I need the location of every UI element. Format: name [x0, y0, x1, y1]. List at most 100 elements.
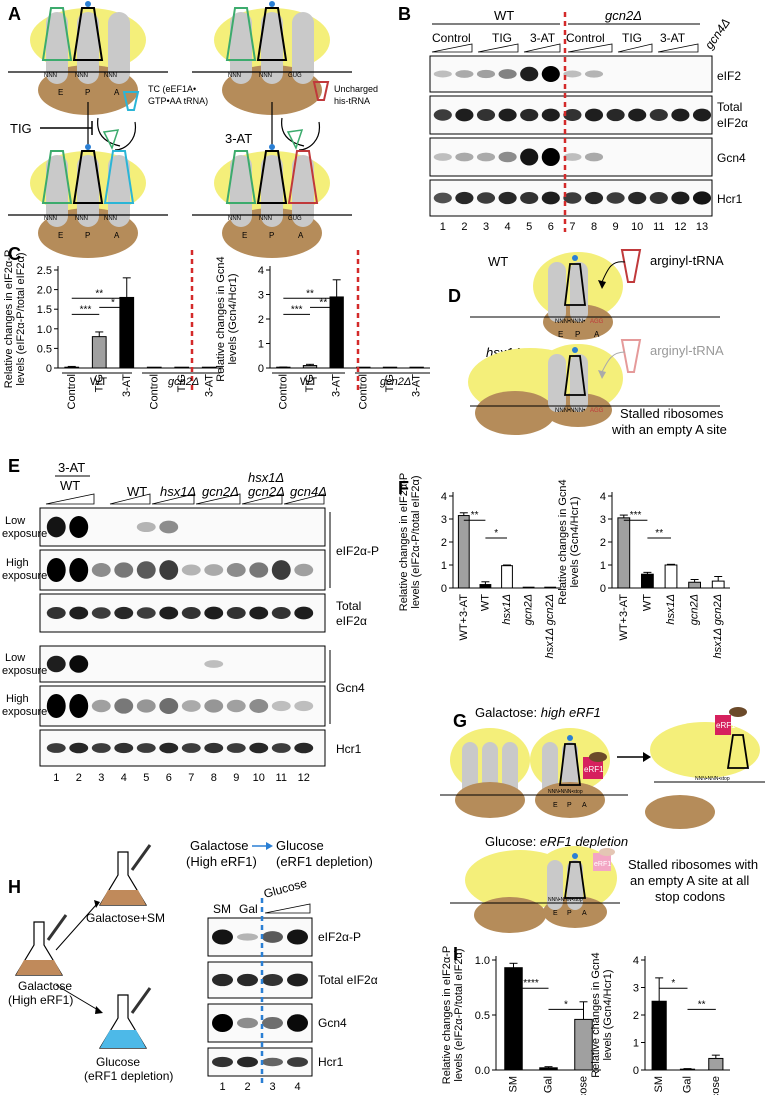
svg-text:WT: WT — [90, 376, 107, 388]
svg-text:Galactose: high eRF1: Galactose: high eRF1 — [475, 705, 601, 720]
lane-number: 7 — [569, 221, 575, 233]
bar — [174, 366, 190, 369]
blot-band — [181, 743, 201, 753]
svg-text:NNN•NNN•: NNN•NNN• — [555, 408, 585, 414]
lane-number: 7 — [188, 772, 194, 784]
svg-text:Glucose: Glucose — [96, 1055, 140, 1069]
blot-band — [455, 70, 474, 78]
x-tick-label: TIG — [384, 374, 396, 392]
panel-label-i: I — [453, 944, 458, 964]
panel-label-c: C — [8, 244, 21, 264]
panel-label-a: A — [8, 4, 21, 24]
y-tick-label: 2 — [258, 314, 264, 326]
svg-text:NNN: NNN — [44, 216, 57, 222]
svg-text:NNN: NNN — [44, 73, 57, 79]
blot-band — [237, 973, 258, 987]
blot-band — [584, 70, 604, 78]
lane-number: 5 — [526, 221, 532, 233]
svg-text:GUG: GUG — [288, 73, 302, 79]
svg-text:AGG: AGG — [590, 408, 604, 414]
svg-text:High: High — [6, 693, 29, 705]
svg-text:A: A — [114, 231, 120, 240]
svg-text:P: P — [85, 231, 90, 240]
blot-band — [212, 1056, 233, 1068]
blot-band — [271, 700, 291, 712]
panel-label-g: G — [453, 711, 467, 731]
svg-text:gcn4Δ: gcn4Δ — [702, 16, 733, 52]
blot-band — [204, 742, 224, 754]
svg-text:Gcn4: Gcn4 — [336, 681, 365, 695]
panel-i: I 0.00.51.0SMGalGlucoseRelative changes … — [441, 944, 730, 1095]
panel-label-e: E — [8, 456, 20, 476]
blot-band — [649, 192, 668, 204]
svg-text:AGG: AGG — [590, 319, 604, 325]
significance-label: ** — [306, 288, 314, 299]
blot-band — [628, 108, 647, 122]
panel-g: G Galactose: high eRF1 eRF1 NNN•NNN•stop… — [440, 705, 765, 933]
svg-text:eIF2: eIF2 — [717, 69, 741, 83]
y-tick-label: 1 — [600, 560, 606, 572]
y-axis-label: levels (Gcn4/Hcr1) — [569, 496, 581, 587]
panel-label-b: B — [398, 4, 411, 24]
y-tick-label: 4 — [441, 491, 447, 503]
blot-band — [212, 1014, 233, 1032]
blot-band — [91, 743, 111, 753]
bar — [544, 586, 557, 589]
lane-number: 10 — [631, 221, 643, 233]
svg-text:(High eRF1): (High eRF1) — [8, 993, 73, 1007]
blot-band — [520, 66, 539, 82]
svg-text:A: A — [582, 802, 587, 809]
bar — [302, 365, 318, 369]
svg-text:Total: Total — [717, 100, 742, 114]
svg-text:WT: WT — [488, 254, 508, 269]
svg-text:Control: Control — [432, 31, 471, 45]
blot-band — [262, 1057, 283, 1067]
blot-band — [476, 192, 496, 204]
blot-band — [541, 148, 560, 166]
svg-text:eIF2α-P: eIF2α-P — [318, 930, 361, 944]
significance-label: * — [671, 978, 675, 989]
x-tick-label: TIG — [176, 374, 188, 392]
y-tick-label: 1 — [441, 560, 447, 572]
svg-text:NNN•NNN•: NNN•NNN• — [555, 319, 585, 325]
svg-text:eIF2α: eIF2α — [717, 116, 748, 130]
blot-band — [69, 655, 89, 673]
svg-text:A: A — [582, 910, 587, 917]
blot-band — [476, 69, 496, 79]
blot-band — [498, 69, 517, 79]
blot-band — [476, 152, 496, 162]
svg-text:gcn2Δ: gcn2Δ — [248, 484, 285, 499]
lane-number: 3 — [269, 1081, 275, 1093]
significance-label: *** — [80, 304, 92, 315]
panel-a: A NNN NNN NNN E P A TC (eEF1A• GTP•AA tR… — [7, 0, 378, 259]
panel-b: B WT gcn2Δ gcn4Δ Control TIG 3-AT Contro… — [398, 4, 748, 233]
svg-text:TIG: TIG — [492, 31, 512, 45]
y-axis-label: levels (eIF2α-P/total eIF2α) — [15, 252, 27, 385]
flask-start-icon — [14, 914, 68, 976]
bar — [688, 581, 702, 589]
x-tick-label: Control — [357, 374, 369, 409]
blot-band — [69, 558, 89, 582]
blot-band — [136, 561, 156, 579]
x-tick-label: hsx1Δ — [665, 594, 677, 625]
x-tick-label: WT+3-AT — [458, 594, 470, 641]
blot-band — [46, 655, 66, 673]
lane-number: 8 — [211, 772, 217, 784]
bar — [119, 296, 135, 369]
blot-band — [181, 607, 201, 619]
significance-label: * — [494, 528, 498, 539]
y-axis-label: levels (Gcn4/Hcr1) — [227, 273, 239, 364]
blot-band — [69, 742, 89, 754]
svg-text:NNN•NNN•stop: NNN•NNN•stop — [548, 789, 583, 795]
svg-text:TIG: TIG — [10, 121, 32, 136]
bar — [457, 515, 470, 589]
y-tick-label: 1.0 — [37, 324, 52, 336]
blot-band — [262, 1016, 283, 1030]
blot-band — [237, 1017, 258, 1029]
blot-band — [212, 929, 233, 945]
blot-band — [226, 743, 246, 753]
svg-text:E: E — [58, 88, 63, 97]
significance-label: ** — [319, 297, 327, 308]
blot-band — [294, 700, 314, 712]
